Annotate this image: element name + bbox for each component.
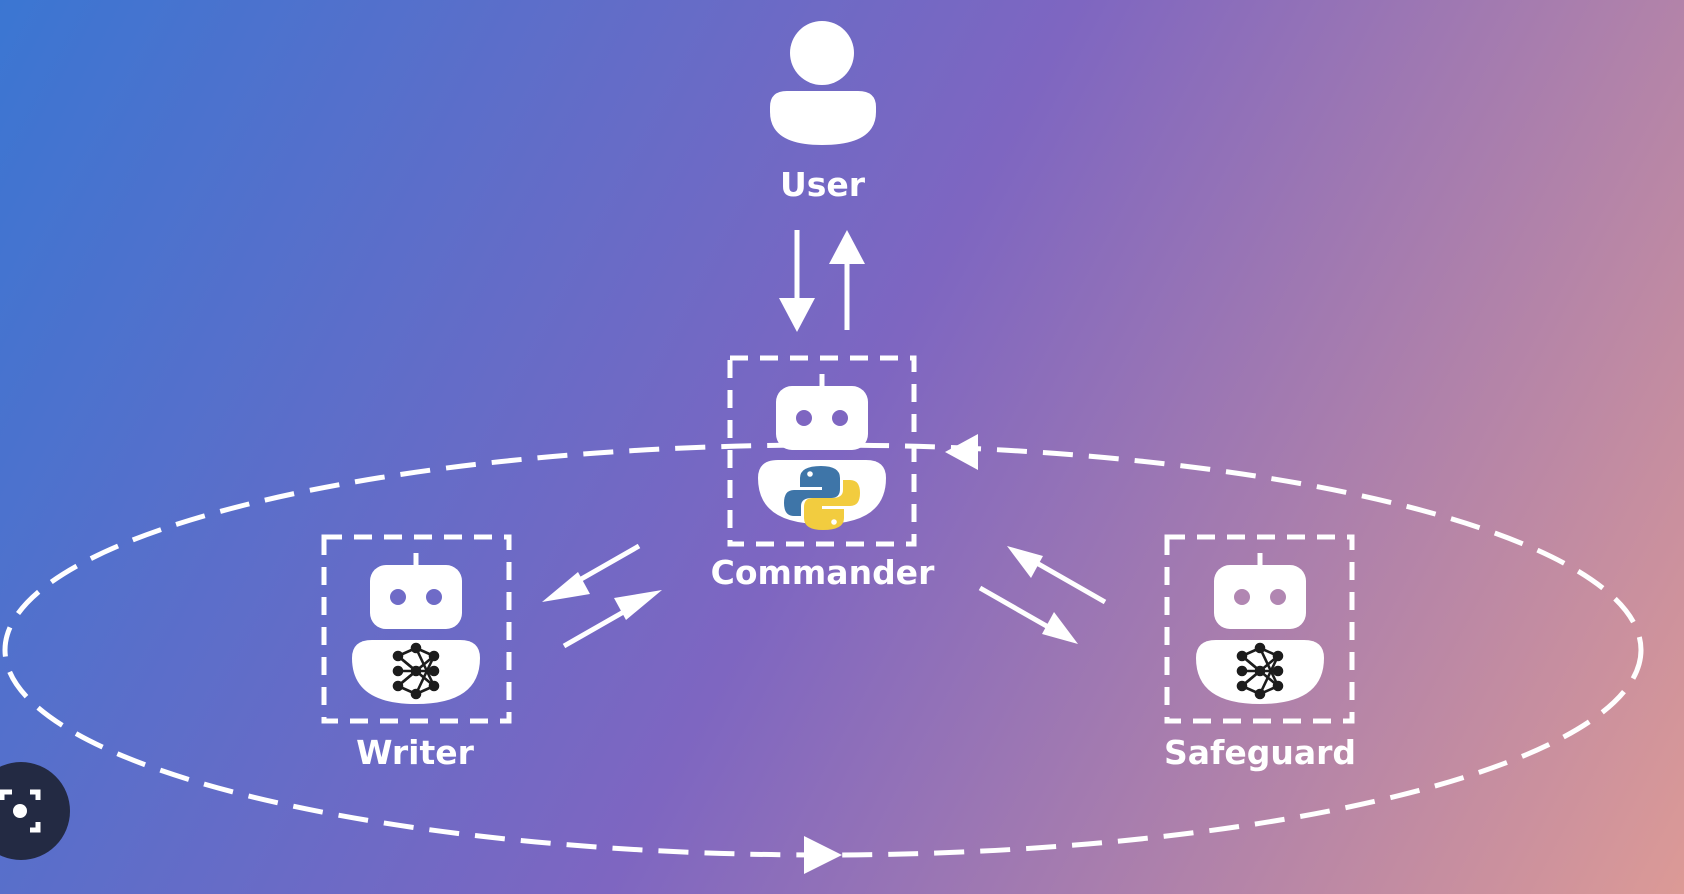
loop-arrowhead-top: [945, 434, 978, 470]
visual-search-button[interactable]: [0, 762, 70, 860]
writer-box: [321, 534, 512, 724]
user-commander-arrows: [779, 230, 865, 332]
safeguard-box: [1164, 534, 1355, 724]
commander-safeguard-arrows: [978, 546, 1107, 644]
robot-neural-network-icon: [1196, 553, 1324, 704]
commander-label: Commander: [710, 553, 935, 592]
writer-label: Writer: [356, 733, 474, 772]
robot-python-icon: [758, 374, 886, 530]
robot-neural-network-icon: [352, 553, 480, 704]
python-logo: [784, 466, 860, 530]
visual-search-camera-icon: [0, 789, 41, 833]
safeguard-label: Safeguard: [1163, 733, 1357, 772]
user-label: User: [779, 165, 866, 204]
user-icon: [770, 21, 876, 145]
writer-commander-arrows: [542, 543, 662, 649]
loop-arrowhead-bottom: [804, 836, 842, 874]
commander-box: [727, 355, 917, 547]
